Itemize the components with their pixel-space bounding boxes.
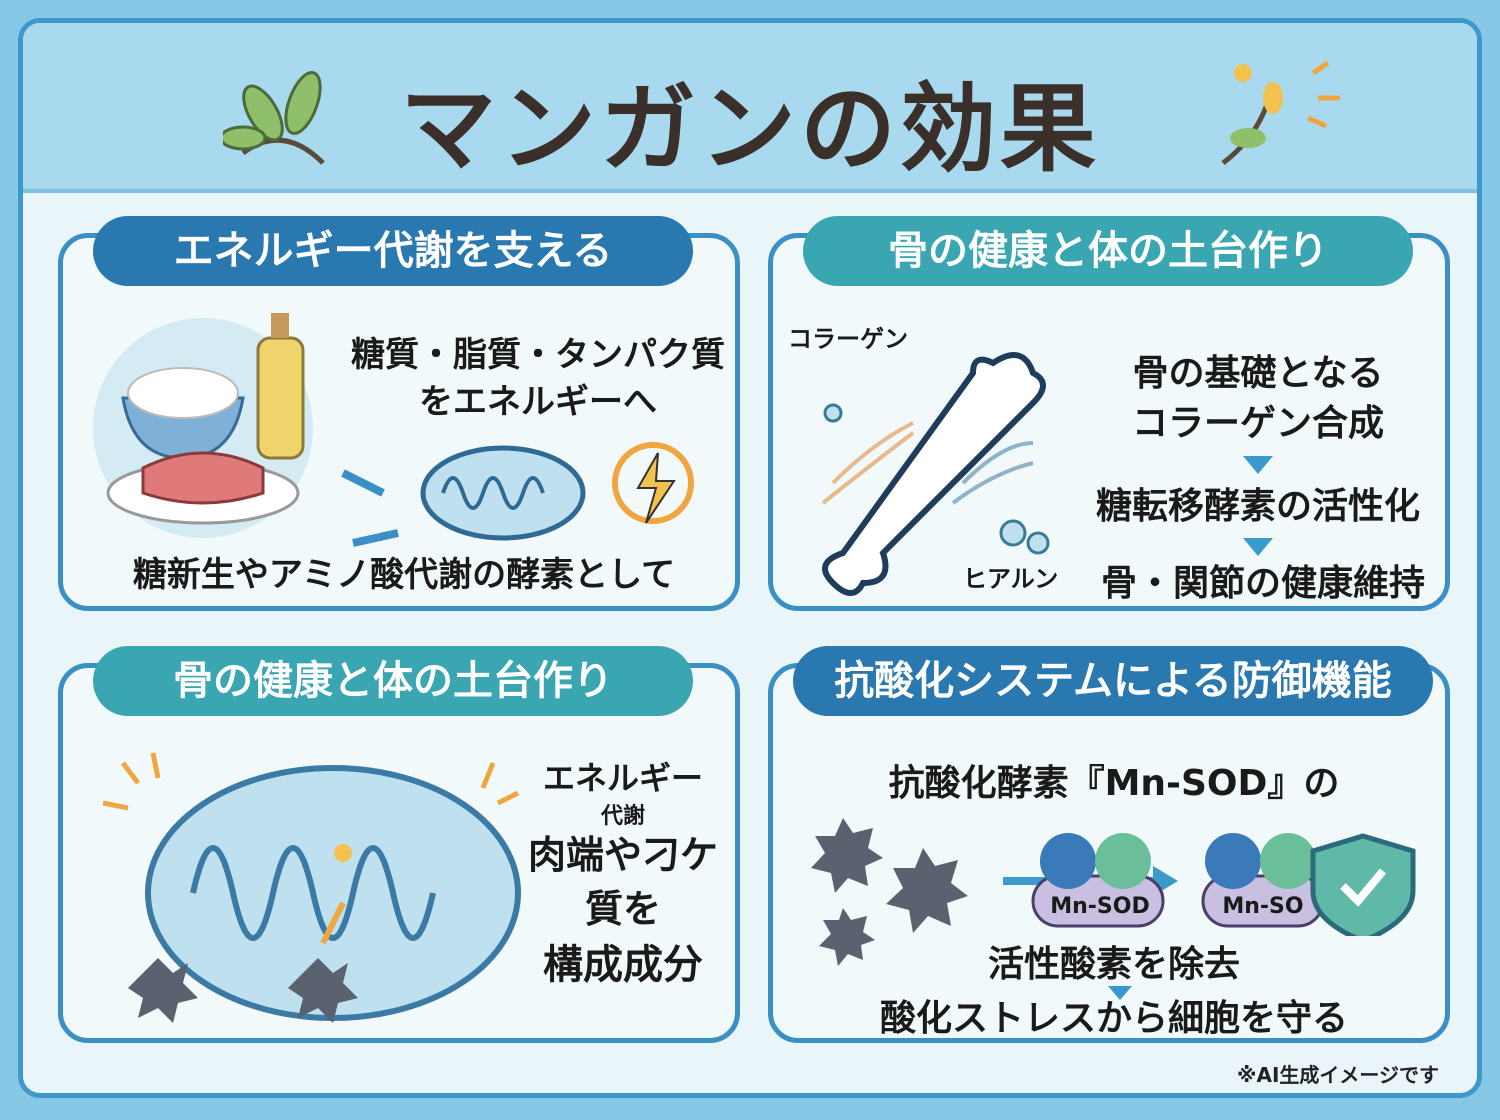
panel-header: エネルギー代謝を支える	[93, 216, 693, 286]
panel-antioxidant: 抗酸化システムによる防御機能 抗酸化酵素『Mn-SOD』の Mn-SOD Mn-…	[768, 646, 1450, 1043]
panel-header: 抗酸化システムによる防御機能	[793, 646, 1433, 716]
mito-line-5: 構成成分	[543, 942, 703, 988]
arrow-down-icon	[1243, 456, 1273, 474]
energy-line-2: をエネルギーへ	[419, 382, 657, 422]
free-radical-icons	[811, 818, 968, 966]
bone-step-1b: コラーゲン合成	[1131, 403, 1384, 444]
arrow-down-icon	[1243, 538, 1273, 556]
antiox-line-2: 活性酸素を除去	[987, 944, 1240, 985]
mitochondria-icon	[341, 442, 694, 547]
panel-energy-metabolism: エネルギー代謝を支える 糖質・脂質・タンパク質 をエネルギーへ 糖新生やアミノ酸…	[58, 216, 740, 611]
leaf-icon	[223, 71, 325, 165]
mitochondria-illustration	[103, 752, 521, 1023]
hyaluron-label: ヒアルン	[963, 565, 1059, 593]
bone-step-1a: 骨の基礎となる	[1132, 353, 1384, 394]
bone-step-3: 骨・関節の健康維持	[1100, 563, 1425, 604]
antiox-line-3: 酸化ストレスから細胞を守る	[879, 998, 1348, 1039]
mito-line-1: エネルギー	[542, 759, 703, 797]
mito-line-2: 代謝	[600, 804, 645, 829]
energy-line-1: 糖質・脂質・タンパク質	[351, 335, 725, 375]
title-band: マンガンの効果	[23, 23, 1477, 193]
collagen-label: コラーゲン	[788, 325, 908, 353]
energy-bottom-text: 糖新生やアミノ酸代謝の酵素として	[132, 555, 676, 595]
panel-mitochondria: 骨の健康と体の土台作り エネルギー 代謝 肉端や刁ケ 質を 構成成分	[58, 646, 740, 1043]
infographic-frame: マンガンの効果 エネルギー代謝を支える 糖質・脂質・タンパク質 をエネルギーへ …	[18, 18, 1482, 1098]
panel-header: 骨の健康と体の土台作り	[93, 646, 693, 716]
arrow-down-icon	[1108, 986, 1132, 1000]
bone-illustration	[821, 352, 1050, 596]
food-illustration	[93, 313, 313, 538]
antiox-line-1: 抗酸化酵素『Mn-SOD』の	[888, 763, 1340, 804]
mito-line-3: 肉端や刁ケ	[527, 833, 718, 877]
enzyme-label-1: Mn-SOD	[1050, 894, 1150, 919]
mn-sod-enzymes	[1003, 833, 1416, 936]
enzyme-label-2: Mn-SO	[1222, 894, 1304, 919]
panel-header: 骨の健康と体の土台作り	[803, 216, 1413, 286]
ai-generated-note: ※AI生成イメージです	[1237, 1063, 1439, 1087]
bone-step-2: 糖転移酵素の活性化	[1095, 486, 1420, 527]
page-title: マンガンの効果	[400, 73, 1100, 185]
mito-line-4: 質を	[584, 887, 661, 931]
sprout-icon	[1221, 60, 1340, 165]
panel-bone-health: 骨の健康と体の土台作り コラーゲン ヒアルン 骨の基礎となる コラーゲン合成 糖…	[768, 216, 1450, 611]
